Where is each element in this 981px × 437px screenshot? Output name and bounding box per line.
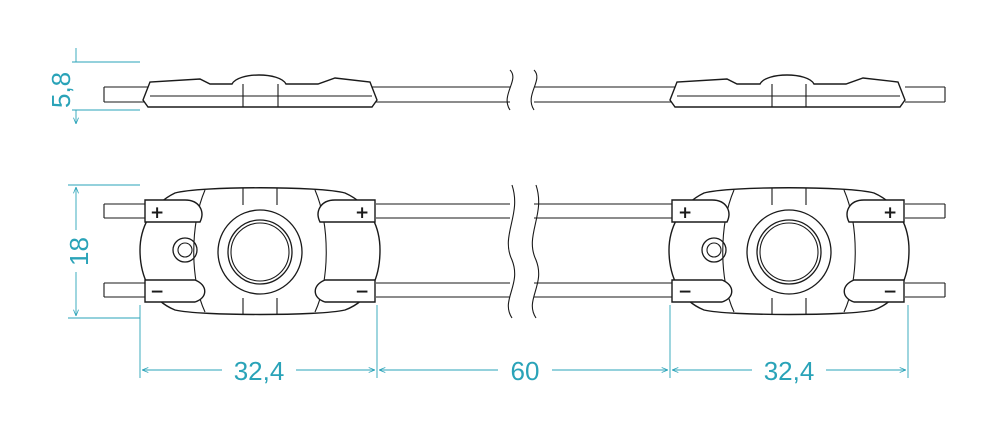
dim-module-width-left-label: 32,4 xyxy=(234,356,285,386)
top-break-marks xyxy=(507,184,540,319)
terminal-positive-right-a: + xyxy=(678,203,692,223)
side-module-left xyxy=(142,74,378,108)
side-view: 5,8 xyxy=(46,48,946,124)
terminal-negative-left-a: − xyxy=(150,282,164,302)
dim-horizontal: 32,4 60 32,4 xyxy=(139,305,909,386)
side-wires xyxy=(103,86,946,103)
mount-hole-right xyxy=(701,237,727,263)
terminal-positive-left-b: + xyxy=(355,203,369,223)
top-module-right: + + − − xyxy=(668,187,910,316)
mount-hole-left xyxy=(172,237,198,263)
dim-height-top-label: 18 xyxy=(64,237,94,266)
dim-module-width-right-label: 32,4 xyxy=(764,356,815,386)
terminal-positive-right-b: + xyxy=(883,203,897,223)
lens-housing-right xyxy=(746,209,832,295)
terminal-negative-left-b: − xyxy=(355,282,369,302)
dim-height-side-label: 5,8 xyxy=(46,72,76,108)
terminal-negative-right-b: − xyxy=(883,282,897,302)
lens-left xyxy=(227,219,293,285)
terminal-negative-right-a: − xyxy=(678,282,692,302)
lens-right xyxy=(756,219,822,285)
terminal-positive-left-a: + xyxy=(150,203,164,223)
top-wires xyxy=(103,203,946,298)
top-view: + + − − + + − − xyxy=(64,184,946,386)
dim-spacing-label: 60 xyxy=(511,356,540,386)
dim-height-top: 18 xyxy=(64,184,140,319)
lens-housing-left xyxy=(217,209,303,295)
side-module-right xyxy=(669,74,906,108)
dim-height-side: 5,8 xyxy=(46,48,140,124)
top-module-left: + + − − xyxy=(139,187,381,316)
side-break-marks xyxy=(506,69,538,111)
